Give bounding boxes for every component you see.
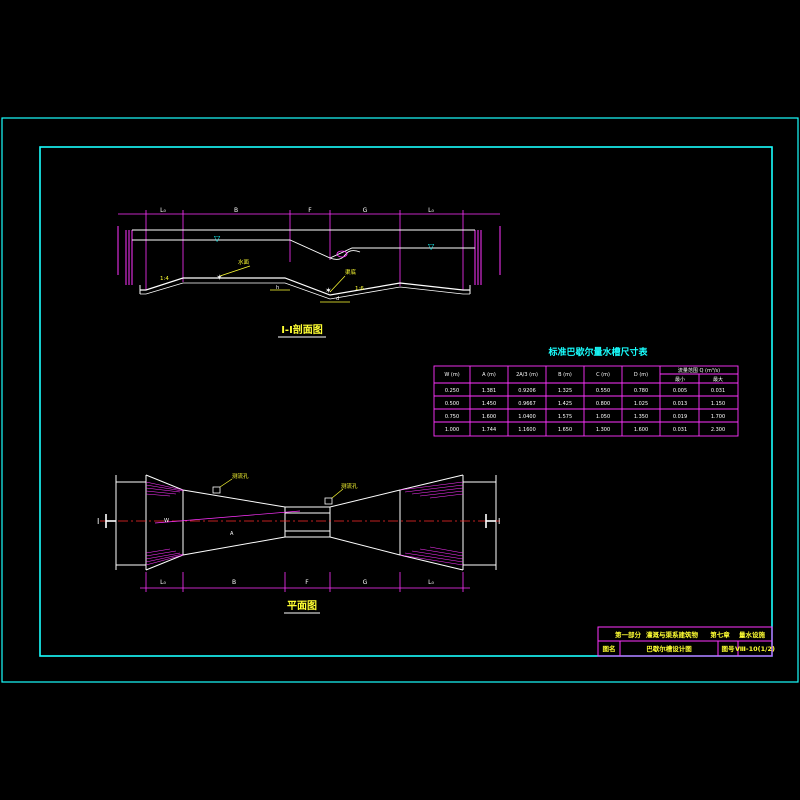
table-cell: 0.031 [711, 388, 725, 394]
table-cell: 1.381 [482, 388, 496, 394]
table-cell: 1.575 [558, 414, 572, 420]
section-title: I-I剖面图 [281, 323, 323, 336]
inner-frame [39, 146, 773, 657]
table-header-w: W (m) [444, 372, 459, 378]
table-cell: 1.050 [596, 414, 610, 420]
plan-dim-4: G [363, 579, 368, 586]
title-part: 第一部分 [615, 630, 642, 639]
plan-dim-1: L₀ [160, 579, 166, 586]
table-header-b: B (m) [558, 372, 572, 378]
table-cell: 1.650 [558, 427, 572, 433]
table-cell: 1.150 [711, 401, 725, 407]
label-invert: 渠底 [345, 268, 357, 276]
section-dim-5: L₀ [428, 207, 434, 214]
label-h: h [276, 285, 279, 291]
title-topic: 量水设施 [739, 630, 766, 639]
title-drawing-name: 巴歇尔槽设计图 [646, 644, 692, 653]
table-cell: 0.250 [445, 388, 459, 394]
table-cell: 0.013 [673, 401, 687, 407]
table-cell: 0.500 [445, 401, 459, 407]
label-stilling-left: 测流孔 [232, 472, 249, 480]
table-subheader-max: 最大 [713, 376, 723, 383]
plan-title: 平面图 [287, 600, 317, 612]
section-dim-3: F [308, 207, 312, 214]
table-cell: 0.019 [673, 414, 687, 420]
table-cell: 1.600 [482, 414, 496, 420]
table-cell: 1.600 [634, 427, 648, 433]
stilling-well-left-icon [212, 486, 221, 494]
table-cell: 1.450 [482, 401, 496, 407]
table-cell: 1.350 [634, 414, 648, 420]
water-level-marker-left: ▽ [214, 234, 221, 243]
title-drawing-number: Ⅷ-10(1/2) [735, 645, 775, 653]
title-subject: 灌溉与渠系建筑物 [646, 630, 699, 639]
stilling-well-right-icon [324, 497, 333, 505]
table-cell: 1.425 [558, 401, 572, 407]
table-cell: 0.800 [596, 401, 610, 407]
plan-dim-3: F [305, 579, 309, 586]
label-water-surface: 水面 [238, 258, 250, 266]
table-subheader-min: 最小 [675, 376, 685, 383]
table-cell: 1.325 [558, 388, 572, 394]
table-cell: 1.1600 [518, 427, 536, 433]
table-cell: 0.031 [673, 427, 687, 433]
section-mark-right: I [498, 517, 500, 526]
dimension-table: 标准巴歇尔量水槽尺寸表 W (m) A (m) 2A/3 (m) B (m) C… [433, 346, 739, 437]
label-length-a: A [230, 531, 234, 537]
plan-dim-2: B [232, 579, 236, 586]
table-cell: 1.700 [711, 414, 725, 420]
table-cell: 1.300 [596, 427, 610, 433]
table-header-d: D (m) [634, 372, 648, 378]
table-cell: 0.750 [445, 414, 459, 420]
table-header-2a3: 2A/3 (m) [516, 372, 538, 378]
section-dim-1: L₀ [160, 207, 166, 214]
section-dim-2: B [234, 207, 238, 214]
plan-view: I I 测流孔 测流孔 W A L₀ B F G L₀ 平面图 [97, 472, 500, 614]
table-cell: 1.025 [634, 401, 648, 407]
table-header-c: C (m) [596, 372, 610, 378]
title-number-label: 图号 [722, 644, 736, 653]
label-slope-left: 1:4 [160, 276, 169, 282]
table-group-header: 流量范围 Q (m³/s) [678, 367, 720, 374]
point-marker-2: ✶ [325, 286, 332, 295]
section-view: L₀ B F G L₀ [117, 207, 501, 338]
section-dim-4: G [363, 207, 368, 214]
title-block: 第一部分 灌溉与渠系建筑物 第七章 量水设施 图名 巴歇尔槽设计图 图号 Ⅷ-1… [597, 626, 775, 657]
title-name-label: 图名 [603, 644, 616, 653]
section-mark-left: I [97, 517, 99, 526]
outer-frame [1, 117, 799, 683]
table-cell: 1.000 [445, 427, 459, 433]
table-cell: 0.005 [673, 388, 687, 394]
label-width-w: W [164, 518, 169, 524]
water-level-marker-right: ▽ [428, 242, 435, 251]
table-body: 0.250 1.381 0.9206 1.325 0.550 0.780 0.005 0.03… [445, 388, 725, 433]
table-cell: 0.9206 [518, 388, 536, 394]
title-chapter: 第七章 [710, 630, 730, 639]
table-cell: 0.780 [634, 388, 648, 394]
table-header-a: A (m) [482, 372, 496, 378]
table-cell: 0.550 [596, 388, 610, 394]
table-cell: 2.300 [711, 427, 725, 433]
label-slope-right: 1:6 [355, 286, 364, 292]
point-marker-1: ✶ [216, 273, 223, 282]
plan-dim-5: L₀ [428, 579, 434, 586]
table-cell: 1.0400 [518, 414, 536, 420]
table-title: 标准巴歇尔量水槽尺寸表 [547, 346, 648, 358]
label-stilling-right: 测流孔 [341, 482, 358, 490]
label-d: d [336, 296, 339, 302]
table-cell: 1.744 [482, 427, 496, 433]
table-cell: 0.9667 [518, 401, 536, 407]
